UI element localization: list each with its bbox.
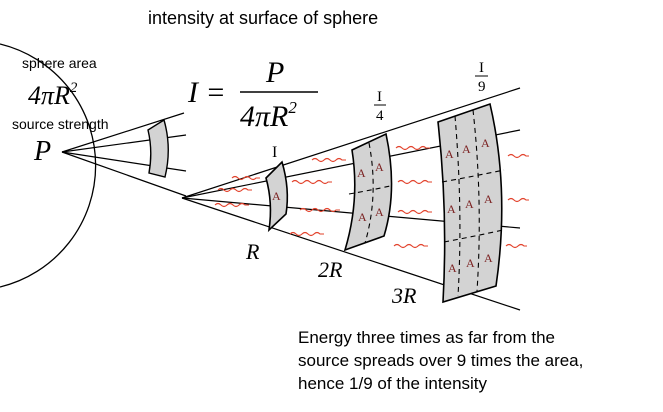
explanation-note: Energy three times as far from the sourc… [298,326,648,395]
svg-text:9: 9 [478,79,486,95]
patch-3r-area-label: A [466,256,475,270]
wave-arrow [395,145,430,151]
equation-lhs: I = [187,76,226,109]
patch-r: A [265,160,289,233]
wave-arrow [289,231,324,237]
intensity-label-2r: I 4 [374,89,386,124]
note-line: Energy three times as far from the [298,328,555,347]
note-line: hence 1/9 of the intensity [298,374,488,393]
patch-3r-area-label: A [447,202,456,216]
wave-arrow [291,179,332,185]
distance-label-3r: 3R [391,283,417,308]
sphere-outline [0,43,97,288]
patch-2r-area-label: A [375,160,384,174]
patch-3r-area-label: A [462,142,471,156]
patch-3r-area-label: A [484,251,493,265]
svg-text:4: 4 [376,108,384,124]
patch-3r: A A A A A A A A A [437,102,505,304]
distance-label-2r: 2R [318,257,343,282]
wave-arrow [231,175,260,181]
patch-3r-area-label: A [448,261,457,275]
patch-3r-area-label: A [481,136,490,150]
patch-2r-area-label: A [375,205,384,219]
patch-3r-area-label: A [484,192,493,206]
wave-arrow [507,197,529,203]
intensity-equation: I = P 4πR2 [187,56,318,133]
wave-arrow [299,207,340,213]
wave-arrow [217,187,252,193]
svg-text:I: I [377,89,382,105]
wave-arrow [393,243,428,249]
equation-numerator: P [265,56,284,89]
wave-arrow [397,209,432,215]
intensity-label-r: I [272,144,277,161]
svg-text:I: I [479,60,484,76]
sphere-surface-patch [147,118,169,178]
energy-waves [214,145,529,249]
patch-3r-area-label: A [465,197,474,211]
equation-denominator: 4πR2 [240,98,297,133]
source-label: P [33,136,51,167]
sphere-area-formula: 4πR2 [28,80,78,110]
sphere-area-label: sphere area [22,55,97,71]
patch-2r-area-label: A [357,166,366,180]
diagram-title: intensity at surface of sphere [148,8,379,28]
patch-3r-area-label: A [445,147,454,161]
patch-2r: A A A A [343,132,393,252]
wave-arrow [397,179,432,185]
patch-r-area-label: A [272,189,281,203]
intensity-label-3r: I 9 [475,60,488,95]
distance-label-r: R [245,239,260,264]
wave-arrow [311,157,346,163]
wave-arrow [214,202,249,208]
note-line: source spreads over 9 times the area, [298,351,584,370]
source-strength-label: source strength [12,116,109,132]
patch-2r-area-label: A [358,210,367,224]
wave-arrow [507,153,529,159]
wave-arrow [505,243,527,249]
